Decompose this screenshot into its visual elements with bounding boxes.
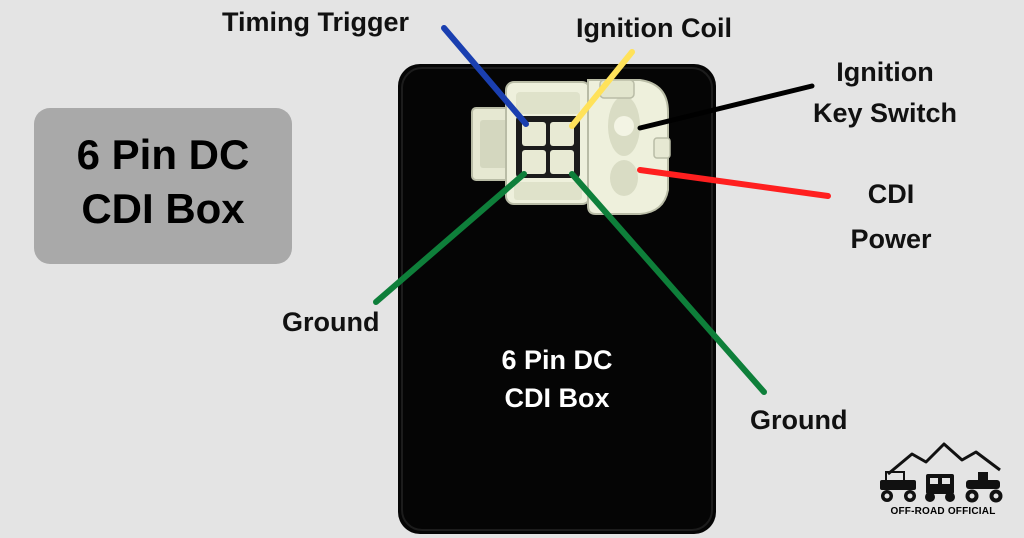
timing-trigger-label: Timing Trigger — [222, 7, 410, 37]
ignition-key-switch-line-1: Ignition — [836, 57, 934, 87]
jeep-icon — [925, 474, 955, 502]
ground-label-left: Ground — [282, 307, 380, 337]
device-label-line-2: CDI Box — [504, 382, 610, 413]
ignition-key-switch-line-2: Key Switch — [812, 98, 958, 129]
cdi-power-label: CDI Power — [832, 172, 950, 261]
ignition-coil-label: Ignition Coil — [576, 13, 732, 43]
timing-trigger-wire — [441, 25, 529, 127]
device-label: 6 Pin DC CDI Box — [472, 342, 642, 418]
title-panel — [34, 108, 292, 264]
ignition-key-switch-label: Ignition Key Switch — [790, 52, 980, 134]
cdi-power-line-2: Power — [850, 223, 932, 254]
cdi-power-wire — [637, 167, 831, 199]
ground-label-right: Ground — [750, 405, 848, 435]
title-text: 6 Pin DC CDI Box — [34, 128, 292, 236]
utv-icon — [880, 471, 916, 502]
cdi-power-line-1: CDI — [867, 179, 915, 209]
title-line-1: 6 Pin DC — [76, 131, 250, 178]
ground-wire-left — [373, 171, 527, 305]
title-line-2: CDI Box — [81, 184, 245, 232]
ignition-key-switch-wire — [637, 83, 815, 131]
off-road-vehicles-logo — [880, 442, 1003, 503]
connector-housing — [471, 79, 671, 215]
ignition-coil-wire — [569, 49, 635, 129]
atv-icon — [965, 472, 1003, 503]
device-label-line-1: 6 Pin DC — [501, 345, 613, 375]
logo-text: OFF-ROAD OFFICIAL — [890, 506, 996, 517]
cdi-box-edge — [401, 67, 713, 531]
ground-wire-right — [569, 171, 767, 395]
